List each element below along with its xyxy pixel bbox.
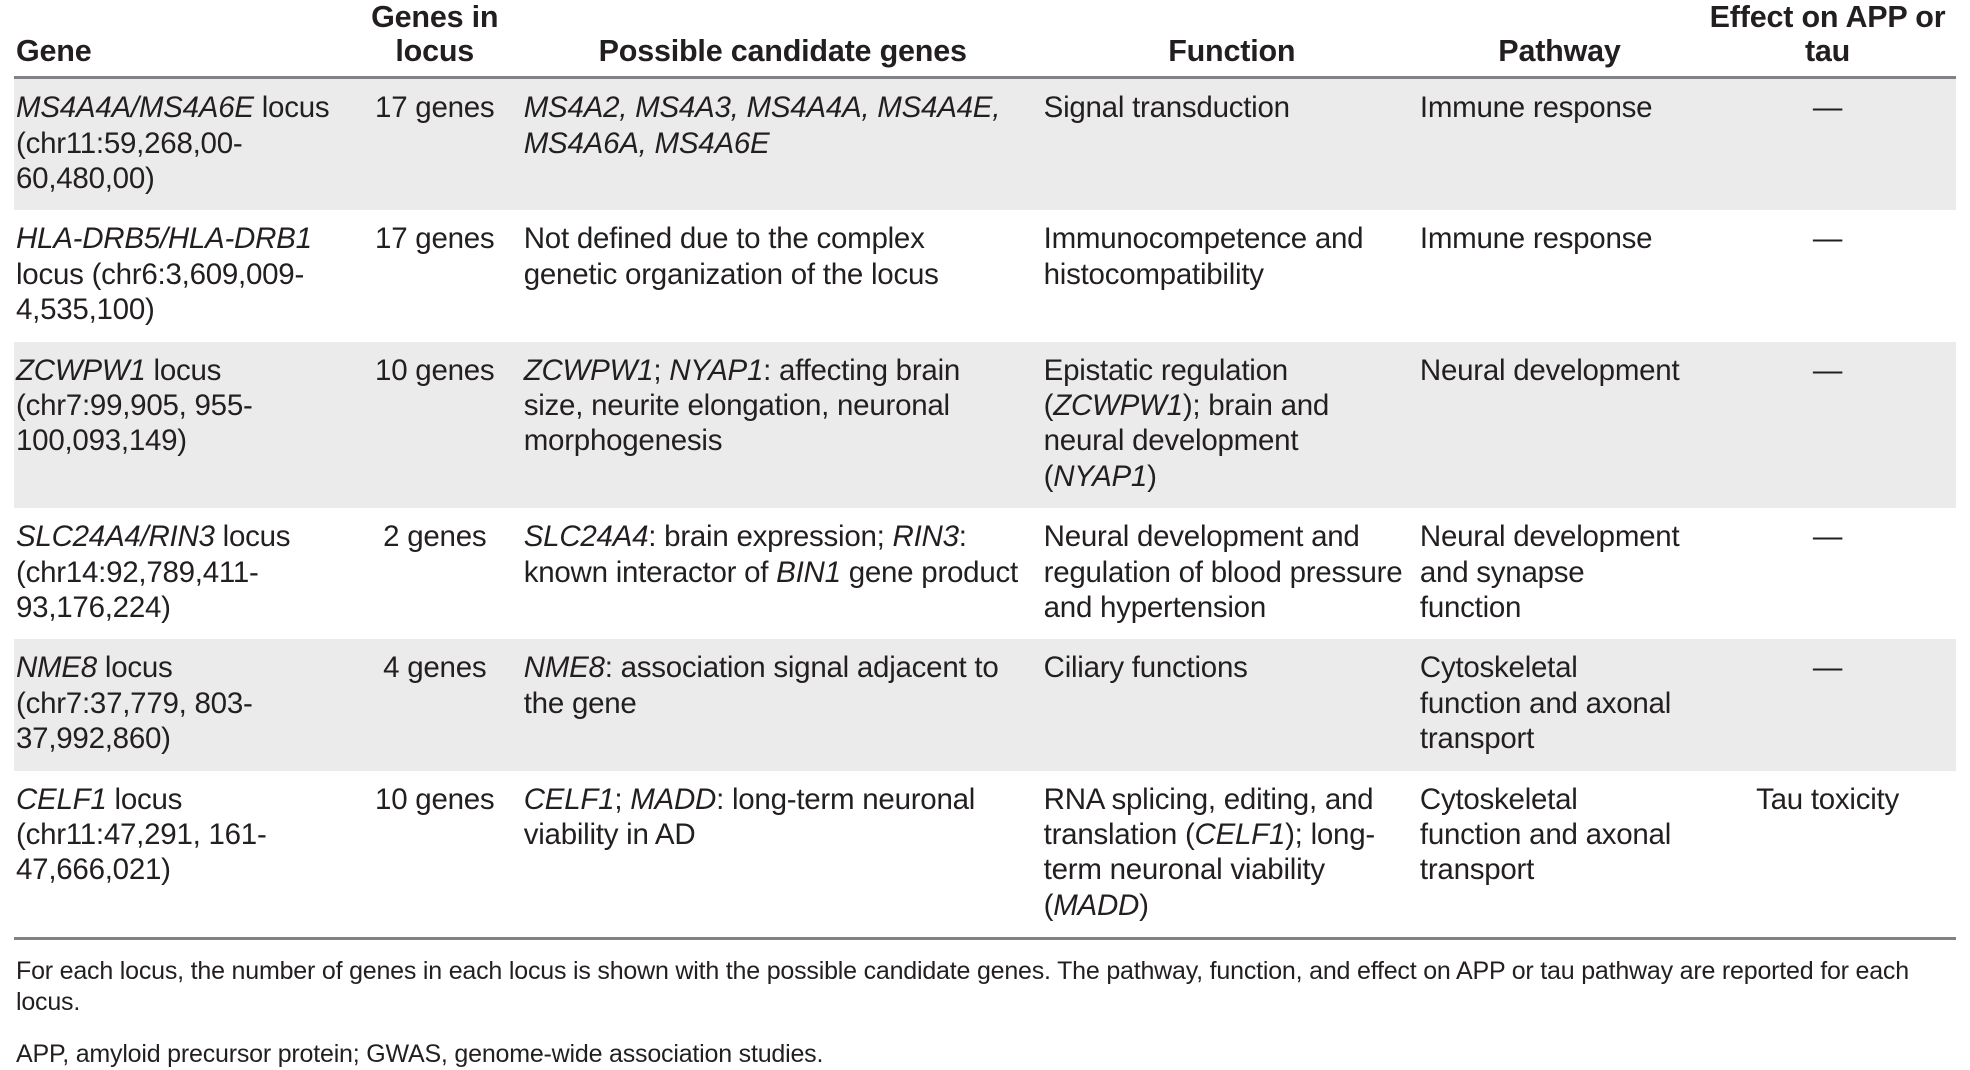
cell-candidate-genes: MS4A2, MS4A3, MS4A4A, MS4A4E, MS4A6A, MS… <box>521 77 1044 211</box>
table-header: Gene Genes in locus Possible candidate g… <box>14 0 1956 80</box>
cell-function: Epistatic regulation (ZCWPW1); brain and… <box>1043 341 1420 509</box>
table-row: HLA-DRB5/HLA-DRB1 locus (chr6:3,609,009-… <box>14 210 1956 342</box>
cell-candidate-genes: NME8: association signal adjacent to the… <box>521 639 1044 771</box>
table-body: MS4A4A/MS4A6E locus (chr11:59,268,00-60,… <box>14 77 1956 941</box>
column-header-pathway: Pathway <box>1419 0 1700 80</box>
table-row: CELF1 locus (chr11:47,291, 161-47,666,02… <box>14 770 1956 941</box>
cell-pathway: Cytoskeletal function and axonal transpo… <box>1419 770 1700 941</box>
cell-gene: MS4A4A/MS4A6E locus (chr11:59,268,00-60,… <box>14 77 348 211</box>
cell-effect: — <box>1699 341 1956 509</box>
cell-candidate-genes: SLC24A4: brain expression; RIN3: known i… <box>521 508 1044 640</box>
cell-pathway: Immune response <box>1419 77 1700 211</box>
cell-function: Ciliary functions <box>1043 639 1420 771</box>
cell-effect: Tau toxicity <box>1699 770 1956 941</box>
column-header-gene: Gene <box>14 0 348 80</box>
cell-effect: — <box>1699 639 1956 771</box>
table-row: NME8 locus (chr7:37,779, 803-37,992,860)… <box>14 639 1956 771</box>
cell-function: RNA splicing, editing, and translation (… <box>1043 770 1420 941</box>
cell-candidate-genes: ZCWPW1; NYAP1: affecting brain size, neu… <box>521 341 1044 509</box>
cell-gene: SLC24A4/RIN3 locus (chr14:92,789,411-93,… <box>14 508 348 640</box>
cell-gene: CELF1 locus (chr11:47,291, 161-47,666,02… <box>14 770 348 941</box>
cell-candidate-genes: CELF1; MADD: long-term neuronal viabilit… <box>521 770 1044 941</box>
cell-pathway: Immune response <box>1419 210 1700 342</box>
cell-genes-in-locus: 10 genes <box>347 341 522 509</box>
gwas-loci-table: Gene Genes in locus Possible candidate g… <box>14 0 1956 941</box>
footnote-abbreviations: APP, amyloid precursor protein; GWAS, ge… <box>16 1040 824 1069</box>
cell-effect: — <box>1699 508 1956 640</box>
cell-function: Immunocompetence and histocompatibility <box>1043 210 1420 342</box>
cell-candidate-genes: Not defined due to the complex genetic o… <box>521 210 1044 342</box>
cell-genes-in-locus: 4 genes <box>347 639 522 771</box>
cell-function: Neural development and regulation of blo… <box>1043 508 1420 640</box>
cell-genes-in-locus: 10 genes <box>347 770 522 941</box>
table-header-row: Gene Genes in locus Possible candidate g… <box>14 0 1956 80</box>
column-header-function: Function <box>1043 0 1420 80</box>
cell-pathway: Neural development and synapse function <box>1419 508 1700 640</box>
column-header-effect: Effect on APP or tau <box>1699 0 1956 80</box>
cell-pathway: Cytoskeletal function and axonal transpo… <box>1419 639 1700 771</box>
cell-pathway: Neural development <box>1419 341 1700 509</box>
cell-effect: — <box>1699 210 1956 342</box>
gwas-loci-table-container: Gene Genes in locus Possible candidate g… <box>14 0 1956 941</box>
column-header-genes-in-locus: Genes in locus <box>347 0 522 80</box>
cell-genes-in-locus: 17 genes <box>347 210 522 342</box>
table-row: SLC24A4/RIN3 locus (chr14:92,789,411-93,… <box>14 508 1956 640</box>
cell-function: Signal transduction <box>1043 77 1420 211</box>
table-row: ZCWPW1 locus (chr7:99,905, 955-100,093,1… <box>14 341 1956 509</box>
cell-genes-in-locus: 17 genes <box>347 77 522 211</box>
column-header-candidate-genes: Possible candidate genes <box>521 0 1044 80</box>
cell-genes-in-locus: 2 genes <box>347 508 522 640</box>
table-footnotes: For each locus, the number of genes in e… <box>0 940 1970 1070</box>
footnote-description: For each locus, the number of genes in e… <box>16 957 1909 1016</box>
table-row: MS4A4A/MS4A6E locus (chr11:59,268,00-60,… <box>14 77 1956 211</box>
cell-gene: HLA-DRB5/HLA-DRB1 locus (chr6:3,609,009-… <box>14 210 348 342</box>
cell-gene: ZCWPW1 locus (chr7:99,905, 955-100,093,1… <box>14 341 348 509</box>
cell-gene: NME8 locus (chr7:37,779, 803-37,992,860) <box>14 639 348 771</box>
cell-effect: — <box>1699 77 1956 211</box>
